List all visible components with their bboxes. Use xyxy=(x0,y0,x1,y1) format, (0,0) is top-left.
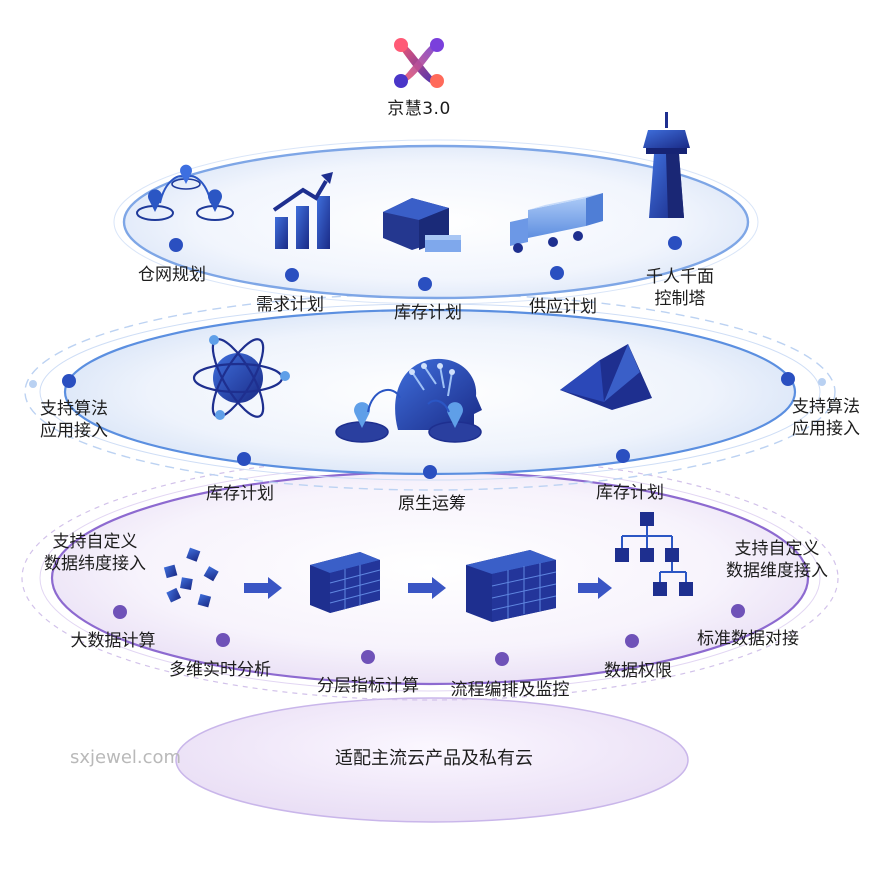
top-label-supply-plan: 供应计划 xyxy=(529,297,597,317)
base-layer xyxy=(175,697,689,823)
middle-left-line-2: 应用接入 xyxy=(40,421,108,441)
cube-block-icon xyxy=(466,550,557,622)
middle-side-right-label: 支持算法 应用接入 xyxy=(792,396,860,440)
cube-tree-icon xyxy=(615,512,693,596)
lower-right-line-1: 支持自定义 xyxy=(734,539,820,559)
lower-layer-nodes xyxy=(113,604,745,666)
middle-right-line-2: 应用接入 xyxy=(792,419,860,439)
truck-icon xyxy=(510,193,603,253)
lower-label-data-permissions: 数据权限 xyxy=(604,661,672,681)
x-knot-logo-icon xyxy=(394,38,444,88)
arrow-right-icon xyxy=(244,577,282,599)
brand-name: 京慧3.0 xyxy=(387,99,451,119)
cube-wall-icon xyxy=(310,552,381,613)
top-label-control-tower: 千人千面 控制塔 xyxy=(646,266,714,310)
middle-left-line-1: 支持算法 xyxy=(40,399,108,419)
top-layer-nodes xyxy=(169,236,682,291)
bar-chart-trend-icon xyxy=(272,172,333,249)
atom-icon xyxy=(192,335,290,420)
lower-left-line-1: 支持自定义 xyxy=(52,532,138,552)
arrow-right-icon xyxy=(578,577,612,599)
lower-left-line-2: 数据纬度接入 xyxy=(44,554,146,574)
top-label-inventory-plan: 库存计划 xyxy=(394,303,462,323)
control-tower-icon xyxy=(643,112,690,218)
middle-label-native-operations-research: 原生运筹 xyxy=(398,494,466,514)
middle-label-inventory-plan-right: 库存计划 xyxy=(596,483,664,503)
lower-right-line-2: 数据维度接入 xyxy=(726,561,828,581)
lower-side-right-label: 支持自定义 数据维度接入 xyxy=(726,538,828,582)
lower-label-standard-data-integration: 标准数据对接 xyxy=(697,629,799,649)
network-pins-icon xyxy=(136,164,234,221)
middle-right-line-1: 支持算法 xyxy=(792,397,860,417)
middle-label-inventory-plan-left: 库存计划 xyxy=(206,484,274,504)
scattered-cubes-icon xyxy=(163,547,219,608)
top-label-warehouse-network: 仓网规划 xyxy=(138,265,206,285)
middle-side-left-label: 支持算法 应用接入 xyxy=(40,398,108,442)
top-label-demand-plan: 需求计划 xyxy=(256,295,324,315)
arrow-right-icon xyxy=(408,577,446,599)
watermark: sxjewel.com xyxy=(70,747,182,768)
mountain-icon xyxy=(560,344,652,410)
lower-side-left-label: 支持自定义 数据纬度接入 xyxy=(44,531,146,575)
lower-label-big-data-compute: 大数据计算 xyxy=(70,631,156,651)
lower-label-layered-metrics: 分层指标计算 xyxy=(317,676,419,696)
ai-head-icon xyxy=(335,358,482,443)
control-tower-line-2: 控制塔 xyxy=(654,289,706,309)
lower-label-workflow-monitoring: 流程编排及监控 xyxy=(450,680,570,700)
control-tower-line-1: 千人千面 xyxy=(646,267,714,287)
middle-layer-nodes xyxy=(29,372,826,479)
warehouse-icon xyxy=(383,198,461,252)
lower-label-realtime-analysis: 多维实时分析 xyxy=(169,660,271,680)
base-label-cloud-adaptation: 适配主流云产品及私有云 xyxy=(335,748,533,769)
